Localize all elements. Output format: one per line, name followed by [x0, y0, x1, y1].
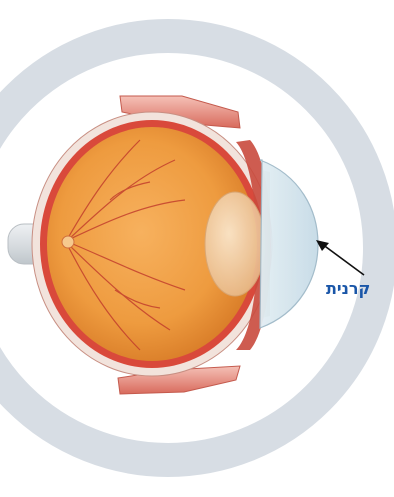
- cornea-callout-label: קרנית: [326, 279, 386, 298]
- lens: [205, 192, 265, 296]
- cornea: [260, 160, 318, 328]
- callout-arrow: [316, 240, 364, 275]
- optic-disc: [62, 236, 74, 248]
